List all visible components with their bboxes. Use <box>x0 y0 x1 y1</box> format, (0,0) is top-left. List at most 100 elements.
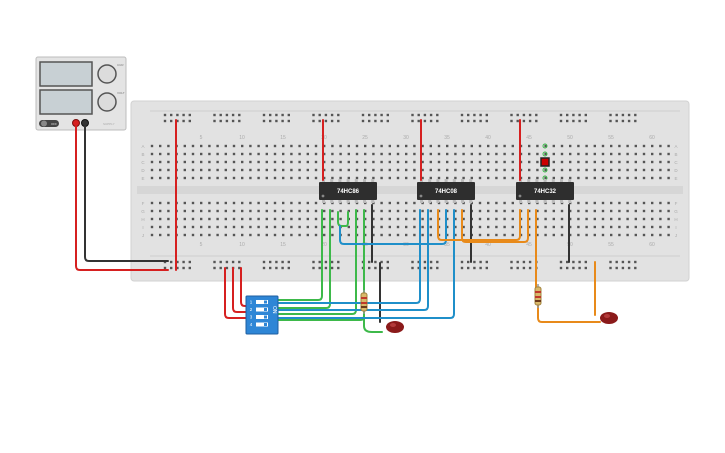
breadboard-hole[interactable] <box>167 160 170 164</box>
breadboard-hole[interactable] <box>372 217 375 221</box>
breadboard-hole[interactable] <box>339 168 342 172</box>
rail-hole[interactable] <box>436 260 439 264</box>
breadboard-hole[interactable] <box>405 168 408 172</box>
breadboard-hole[interactable] <box>478 144 482 148</box>
breadboard-hole[interactable] <box>257 217 260 221</box>
breadboard-hole[interactable] <box>560 209 564 213</box>
rail-hole[interactable] <box>467 266 470 270</box>
breadboard-hole[interactable] <box>511 168 514 172</box>
blue-wire-1[interactable] <box>276 209 421 304</box>
breadboard-hole[interactable] <box>585 160 588 164</box>
breadboard-hole[interactable] <box>552 217 555 221</box>
breadboard-hole[interactable] <box>585 225 588 229</box>
rail-hole[interactable] <box>213 119 216 123</box>
breadboard-hole[interactable] <box>167 233 170 237</box>
rail-hole[interactable] <box>269 113 272 117</box>
rail-hole[interactable] <box>572 119 575 123</box>
breadboard-hole[interactable] <box>306 225 309 229</box>
breadboard-hole[interactable] <box>380 201 383 205</box>
rail-hole[interactable] <box>312 266 315 270</box>
breadboard-hole[interactable] <box>216 209 219 213</box>
breadboard-hole[interactable] <box>634 233 637 237</box>
breadboard-hole[interactable] <box>478 160 482 164</box>
rail-hole[interactable] <box>522 260 526 264</box>
rail-hole[interactable] <box>429 260 433 264</box>
breadboard-hole[interactable] <box>216 152 219 156</box>
breadboard-hole[interactable] <box>282 160 285 164</box>
breadboard-hole[interactable] <box>216 176 219 180</box>
breadboard-hole[interactable] <box>585 217 588 221</box>
breadboard-hole[interactable] <box>405 233 408 237</box>
breadboard-hole[interactable] <box>323 176 326 180</box>
breadboard-hole[interactable] <box>626 233 629 237</box>
breadboard-hole[interactable] <box>249 144 252 148</box>
rail-hole[interactable] <box>361 113 365 117</box>
breadboard-hole[interactable] <box>446 152 449 156</box>
breadboard-hole[interactable] <box>323 217 326 221</box>
breadboard-hole[interactable] <box>388 152 391 156</box>
breadboard-hole[interactable] <box>273 152 277 156</box>
breadboard-hole[interactable] <box>200 201 203 205</box>
breadboard-hole[interactable] <box>396 225 400 229</box>
breadboard-hole[interactable] <box>642 201 646 205</box>
breadboard-hole[interactable] <box>232 217 236 221</box>
breadboard-hole[interactable] <box>495 176 498 180</box>
rail-hole[interactable] <box>324 113 328 117</box>
breadboard-hole[interactable] <box>651 217 654 221</box>
rail-hole[interactable] <box>479 266 482 270</box>
breadboard-hole[interactable] <box>577 168 580 172</box>
rail-hole[interactable] <box>330 113 334 117</box>
rail-hole[interactable] <box>324 260 328 264</box>
breadboard-hole[interactable] <box>265 152 268 156</box>
rail-hole[interactable] <box>473 260 476 264</box>
breadboard-hole[interactable] <box>396 217 400 221</box>
breadboard-hole[interactable] <box>634 225 637 229</box>
breadboard-hole[interactable] <box>339 217 342 221</box>
breadboard-hole[interactable] <box>191 176 195 180</box>
breadboard-hole[interactable] <box>273 144 277 148</box>
breadboard-hole[interactable] <box>323 152 326 156</box>
wires[interactable] <box>75 119 601 333</box>
breadboard-hole[interactable] <box>618 168 621 172</box>
rail-hole[interactable] <box>368 113 371 117</box>
breadboard-hole[interactable] <box>593 144 596 148</box>
breadboard-hole[interactable] <box>208 152 211 156</box>
breadboard-hole[interactable] <box>577 217 580 221</box>
rail-hole[interactable] <box>473 119 476 123</box>
breadboard-hole[interactable] <box>413 152 416 156</box>
breadboard-hole[interactable] <box>241 176 244 180</box>
breadboard-hole[interactable] <box>454 209 457 213</box>
breadboard-hole[interactable] <box>560 160 564 164</box>
breadboard-hole[interactable] <box>355 168 359 172</box>
rail-hole[interactable] <box>566 266 569 270</box>
breadboard-hole[interactable] <box>601 144 605 148</box>
breadboard-hole[interactable] <box>462 168 465 172</box>
breadboard-hole[interactable] <box>437 160 441 164</box>
breadboard-hole[interactable] <box>511 160 514 164</box>
breadboard-hole[interactable] <box>396 152 400 156</box>
breadboard-hole[interactable] <box>651 144 654 148</box>
breadboard-hole[interactable] <box>421 144 424 148</box>
breadboard-hole[interactable] <box>618 144 621 148</box>
rail-hole[interactable] <box>386 113 389 117</box>
breadboard-hole[interactable] <box>331 209 334 213</box>
breadboard-hole[interactable] <box>159 233 162 237</box>
breadboard-hole[interactable] <box>216 144 219 148</box>
breadboard-hole[interactable] <box>585 176 588 180</box>
breadboard-hole[interactable] <box>462 144 465 148</box>
dip-vcc-wire-3[interactable] <box>240 267 249 307</box>
breadboard-hole[interactable] <box>511 176 514 180</box>
breadboard-hole[interactable] <box>183 209 186 213</box>
breadboard-hole[interactable] <box>651 209 654 213</box>
breadboard-hole[interactable] <box>585 209 588 213</box>
breadboard-hole[interactable] <box>265 209 268 213</box>
breadboard-hole[interactable] <box>257 160 260 164</box>
breadboard-hole[interactable] <box>380 176 383 180</box>
breadboard-hole[interactable] <box>528 144 531 148</box>
rail-hole[interactable] <box>380 260 383 264</box>
breadboard-hole[interactable] <box>413 225 416 229</box>
rail-hole[interactable] <box>559 119 563 123</box>
rail-hole[interactable] <box>510 113 513 117</box>
rail-hole[interactable] <box>188 266 191 270</box>
